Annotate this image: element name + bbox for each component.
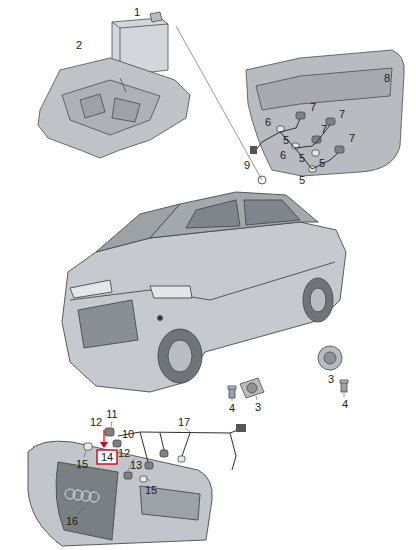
callout-number: 1 (133, 6, 141, 18)
callout-number: 15 (144, 484, 158, 496)
mounting-bracket (38, 58, 190, 158)
callout-number: 3 (327, 373, 335, 385)
callout-number: 5 (298, 174, 306, 186)
front-bumper (28, 441, 212, 546)
callout-number: 10 (121, 428, 135, 440)
callout-number: 15 (75, 458, 89, 470)
callout-number: 7 (320, 123, 328, 135)
callout-number: 2 (75, 39, 83, 51)
callout-number: 4 (341, 398, 349, 410)
callout-number: 5 (318, 157, 326, 169)
callout-number: 5 (282, 134, 290, 146)
car-body (62, 176, 346, 392)
callout-number: 8 (383, 72, 391, 84)
callout-number: 6 (264, 116, 272, 128)
callout-number: 5 (298, 152, 306, 164)
callout-number: 4 (228, 402, 236, 414)
callout-number: 17 (177, 416, 191, 428)
rear-bumper (246, 50, 404, 176)
callout-number: 7 (309, 101, 317, 113)
callout-number: 9 (243, 159, 251, 171)
callout-number: 12 (117, 447, 131, 459)
callout-number: 7 (348, 132, 356, 144)
callout-number: 11 (105, 408, 118, 420)
callout-number: 16 (65, 515, 79, 527)
callout-number: 6 (279, 149, 287, 161)
callout-number: 7 (338, 108, 346, 120)
callout-number: 13 (129, 459, 143, 471)
callout-number: 14 (100, 451, 114, 463)
callout-number: 12 (89, 416, 103, 428)
callout-number: 3 (254, 401, 262, 413)
